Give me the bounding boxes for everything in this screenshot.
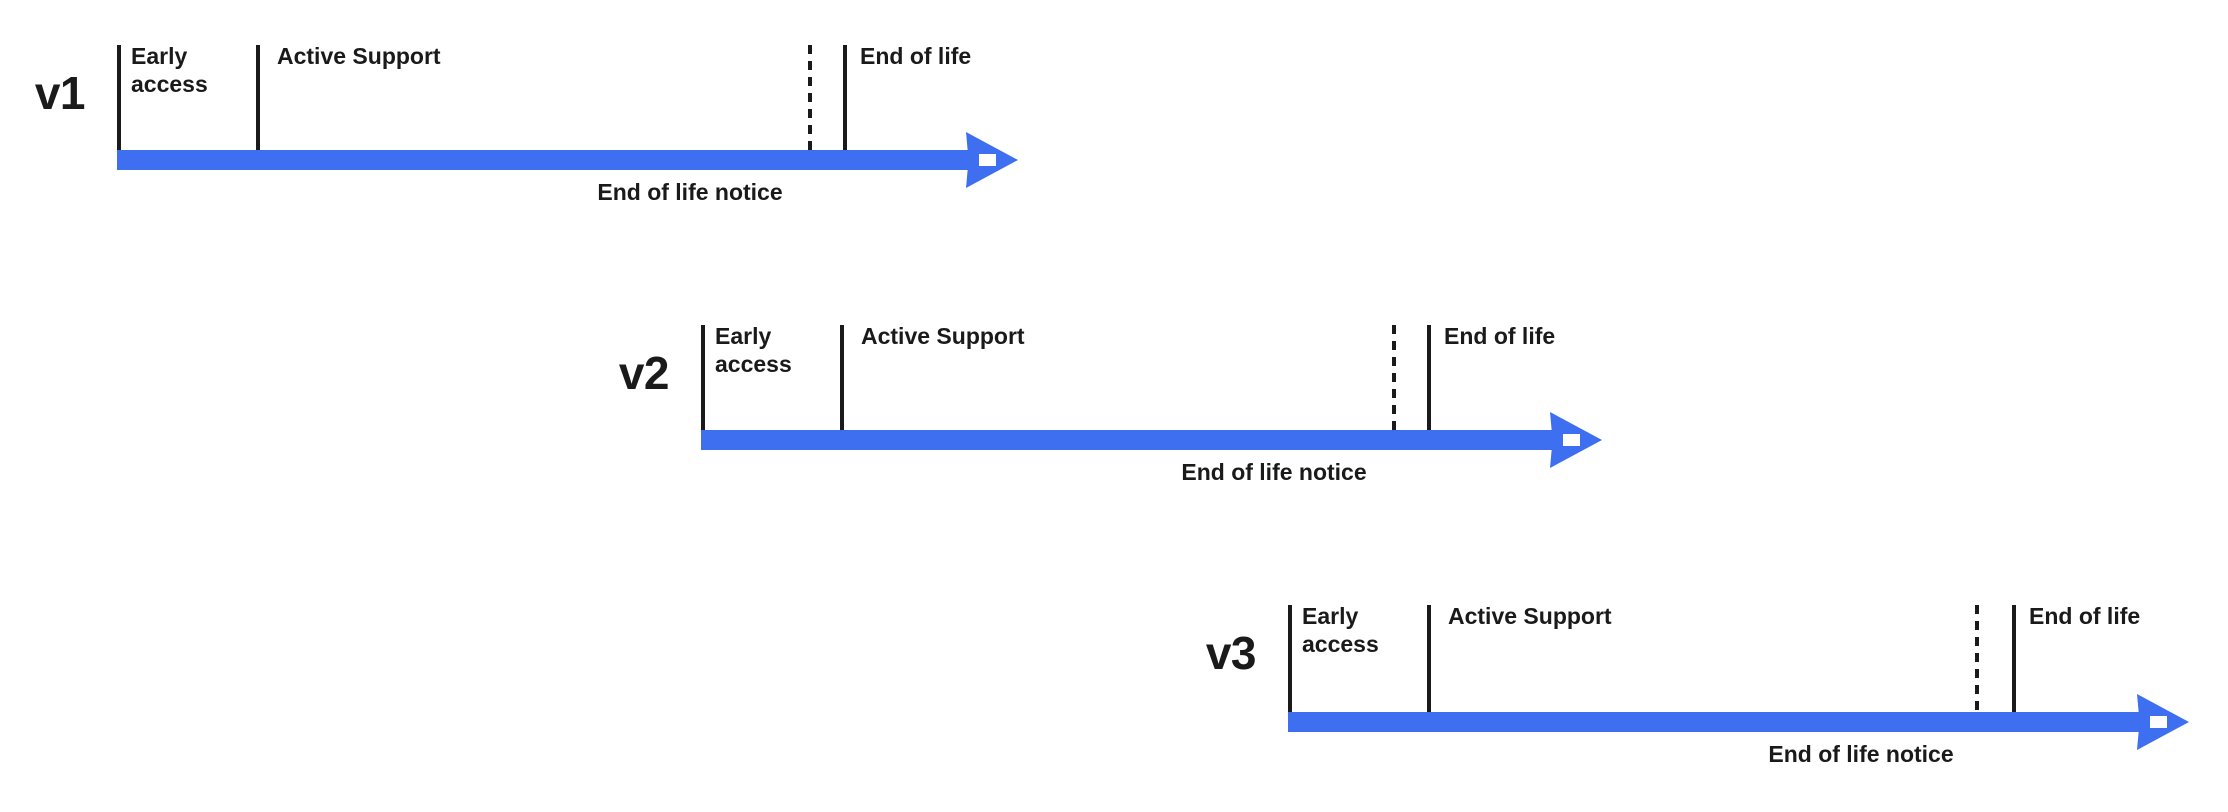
phase-label-v1-early-access: Early access [131, 43, 208, 97]
timeline-arrowhead-v1 [960, 128, 1024, 192]
version-label-v2: v2 [618, 347, 670, 399]
phase-divider-v2-end-of-life [1427, 325, 1431, 430]
version-label-v3: v3 [1205, 627, 1257, 679]
phase-divider-v1-end-of-life [843, 45, 847, 150]
phase-label-v2-early-access: Early access [715, 323, 792, 377]
phase-label-v3-early-access: Early access [1302, 603, 1379, 657]
eol-notice-label-v1: End of life notice [597, 179, 783, 205]
timeline-arrowhead-v3 [2131, 690, 2195, 754]
phase-label-v1-end-of-life: End of life [860, 43, 972, 69]
phase-divider-v2-active-support [840, 325, 844, 430]
phase-label-v3-end-of-life: End of life [2029, 603, 2141, 629]
eol-notice-marker-v1 [808, 45, 812, 150]
phase-divider-v3-end-of-life [2012, 605, 2016, 712]
phase-divider-v3-start [1288, 605, 1292, 712]
eol-notice-label-v3: End of life notice [1768, 741, 1954, 767]
version-label-v1: v1 [34, 67, 86, 119]
timeline-shaft-v1 [117, 150, 979, 170]
phase-divider-v1-start [117, 45, 121, 150]
phase-divider-v1-active-support [256, 45, 260, 150]
eol-notice-label-v2: End of life notice [1181, 459, 1367, 485]
phase-label-v2-end-of-life: End of life [1444, 323, 1556, 349]
timeline-shaft-v3 [1288, 712, 2150, 732]
eol-notice-marker-v2 [1392, 325, 1396, 430]
phase-divider-v3-active-support [1427, 605, 1431, 712]
timeline-arrowhead-v2 [1544, 408, 1608, 472]
phase-label-v3-active-support: Active Support [1448, 603, 1612, 629]
eol-notice-marker-v3 [1975, 605, 1979, 712]
phase-divider-v2-start [701, 325, 705, 430]
phase-label-v2-active-support: Active Support [861, 323, 1025, 349]
timeline-shaft-v2 [701, 430, 1563, 450]
phase-label-v1-active-support: Active Support [277, 43, 441, 69]
